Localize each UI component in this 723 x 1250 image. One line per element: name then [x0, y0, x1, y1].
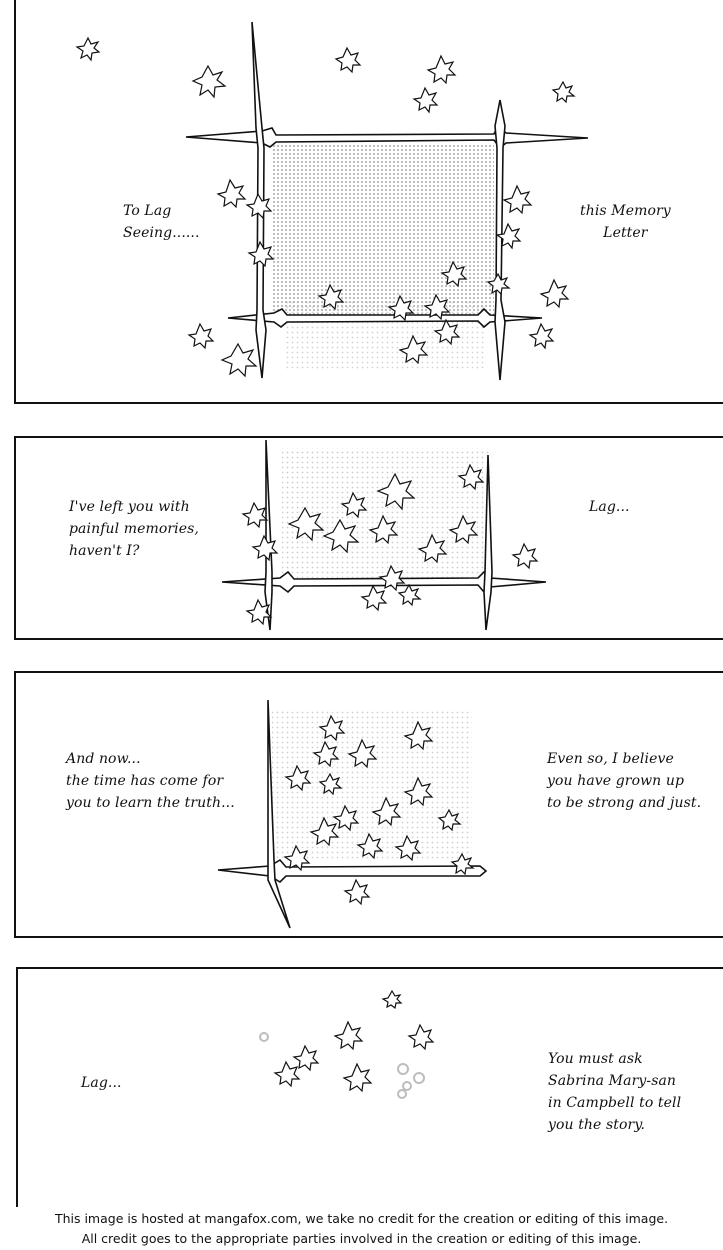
caption-line: to be strong and just. [547, 795, 702, 811]
caption-line: Lag... [589, 499, 630, 515]
caption-line: Seeing...... [123, 225, 200, 241]
caption-line: You must ask [548, 1051, 643, 1067]
caption-line: the time has come for [66, 773, 224, 789]
caption-lag-final: Lag... [81, 1072, 122, 1094]
caption-you-must-ask: You must ask Sabrina Mary-san in Campbel… [548, 1048, 681, 1136]
footer-line: This image is hosted at mangafox.com, we… [54, 1211, 669, 1226]
caption-line: And now... [66, 751, 141, 767]
caption-line: Even so, I believe [547, 751, 674, 767]
footer-line: All credit goes to the appropriate parti… [81, 1231, 642, 1246]
caption-even-so: Even so, I believe you have grown up to … [547, 748, 701, 814]
caption-memory-letter: this Memory Letter [580, 200, 671, 244]
caption-line: you to learn the truth... [66, 795, 235, 811]
caption-lag: Lag... [589, 496, 630, 518]
caption-line: To Lag [123, 203, 172, 219]
caption-line: painful memories, [69, 521, 199, 537]
caption-line: Sabrina Mary-san [548, 1073, 677, 1089]
caption-line: this Memory [580, 203, 671, 219]
caption-to-lag: To Lag Seeing...... [123, 200, 200, 244]
caption-line: in Campbell to tell [548, 1095, 682, 1111]
caption-line: Lag... [81, 1075, 122, 1091]
caption-and-now: And now... the time has come for you to … [66, 748, 235, 814]
caption-painful-memories: I've left you with painful memories, hav… [69, 496, 199, 562]
caption-line: you the story. [548, 1117, 646, 1133]
caption-line: Letter [603, 225, 648, 241]
hosting-credit-footer: This image is hosted at mangafox.com, we… [0, 1209, 723, 1249]
caption-line: you have grown up [547, 773, 685, 789]
caption-line: I've left you with [69, 499, 190, 515]
caption-line: haven't I? [69, 543, 140, 559]
